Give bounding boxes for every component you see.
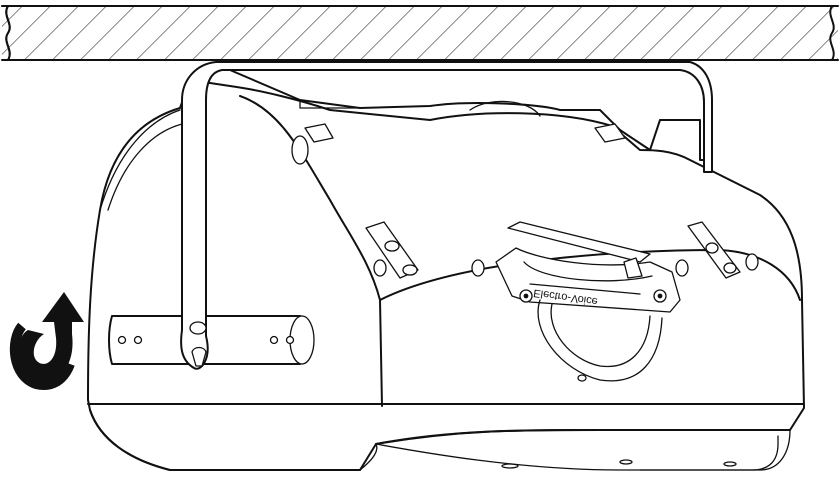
handle-plate: Electro-Voice (495, 221, 681, 382)
mounting-bracket (108, 315, 315, 365)
bottom-details (501, 374, 737, 469)
rotate-arrow-icon (9, 292, 84, 390)
screw-icon (269, 335, 279, 345)
speaker-body (87, 69, 805, 471)
screw-icon (117, 335, 127, 345)
screw-icon (133, 335, 143, 345)
screw-icon (285, 335, 295, 345)
yoke-bracket (180, 61, 713, 370)
ceiling (1, 5, 839, 61)
mounting-slots (365, 221, 759, 279)
